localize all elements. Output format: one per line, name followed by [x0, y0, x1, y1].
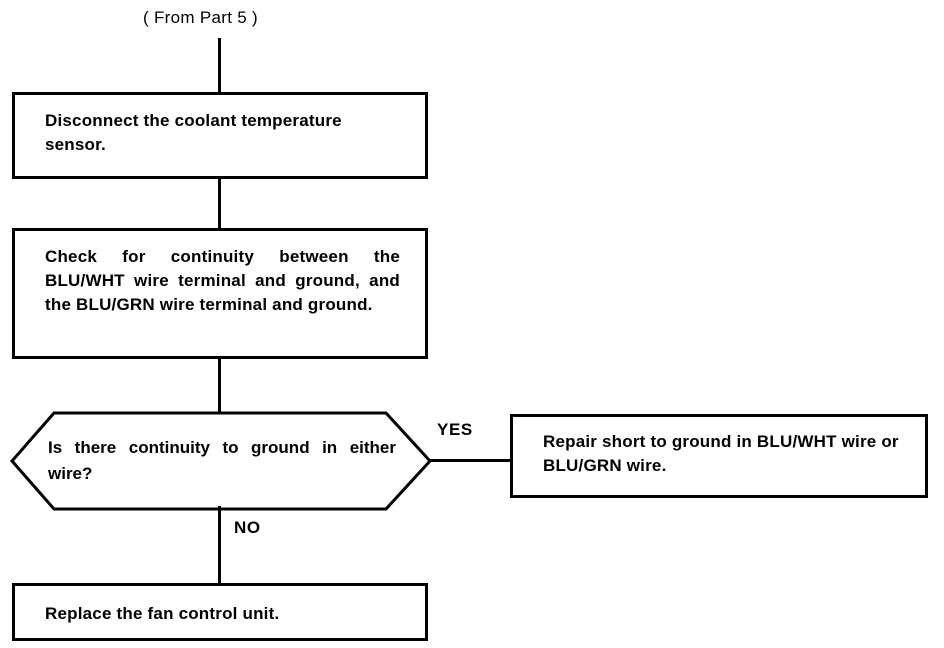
connector-step2-to-decision [218, 359, 221, 417]
connector-entry-to-step1 [218, 38, 221, 94]
process-box-replace-fan-control-unit: Replace the fan control unit. [12, 583, 428, 641]
connector-decision-yes [429, 459, 513, 462]
process-box-repair-short-text: Repair short to ground in BLU/WHT wire o… [543, 432, 904, 475]
process-box-disconnect-sensor: Disconnect the coolant temperature senso… [12, 92, 428, 179]
connector-decision-no [218, 506, 221, 584]
process-box-repair-short: Repair short to ground in BLU/WHT wire o… [510, 414, 928, 498]
edge-label-no: NO [234, 518, 261, 537]
process-box-check-continuity-text: Check for continuity between the BLU/WHT… [45, 247, 405, 314]
process-box-check-continuity: Check for continuity between the BLU/WHT… [12, 228, 428, 359]
connector-step1-to-step2 [218, 179, 221, 229]
process-box-replace-fan-control-unit-text: Replace the fan control unit. [45, 604, 280, 623]
process-box-disconnect-sensor-text: Disconnect the coolant temperature senso… [45, 111, 347, 154]
decision-hexagon-text: Is there continuity to ground in either … [48, 438, 396, 483]
decision-hexagon-shape [10, 411, 433, 511]
entry-label: ( From Part 5 ) [143, 8, 259, 27]
edge-label-yes: YES [437, 420, 473, 439]
